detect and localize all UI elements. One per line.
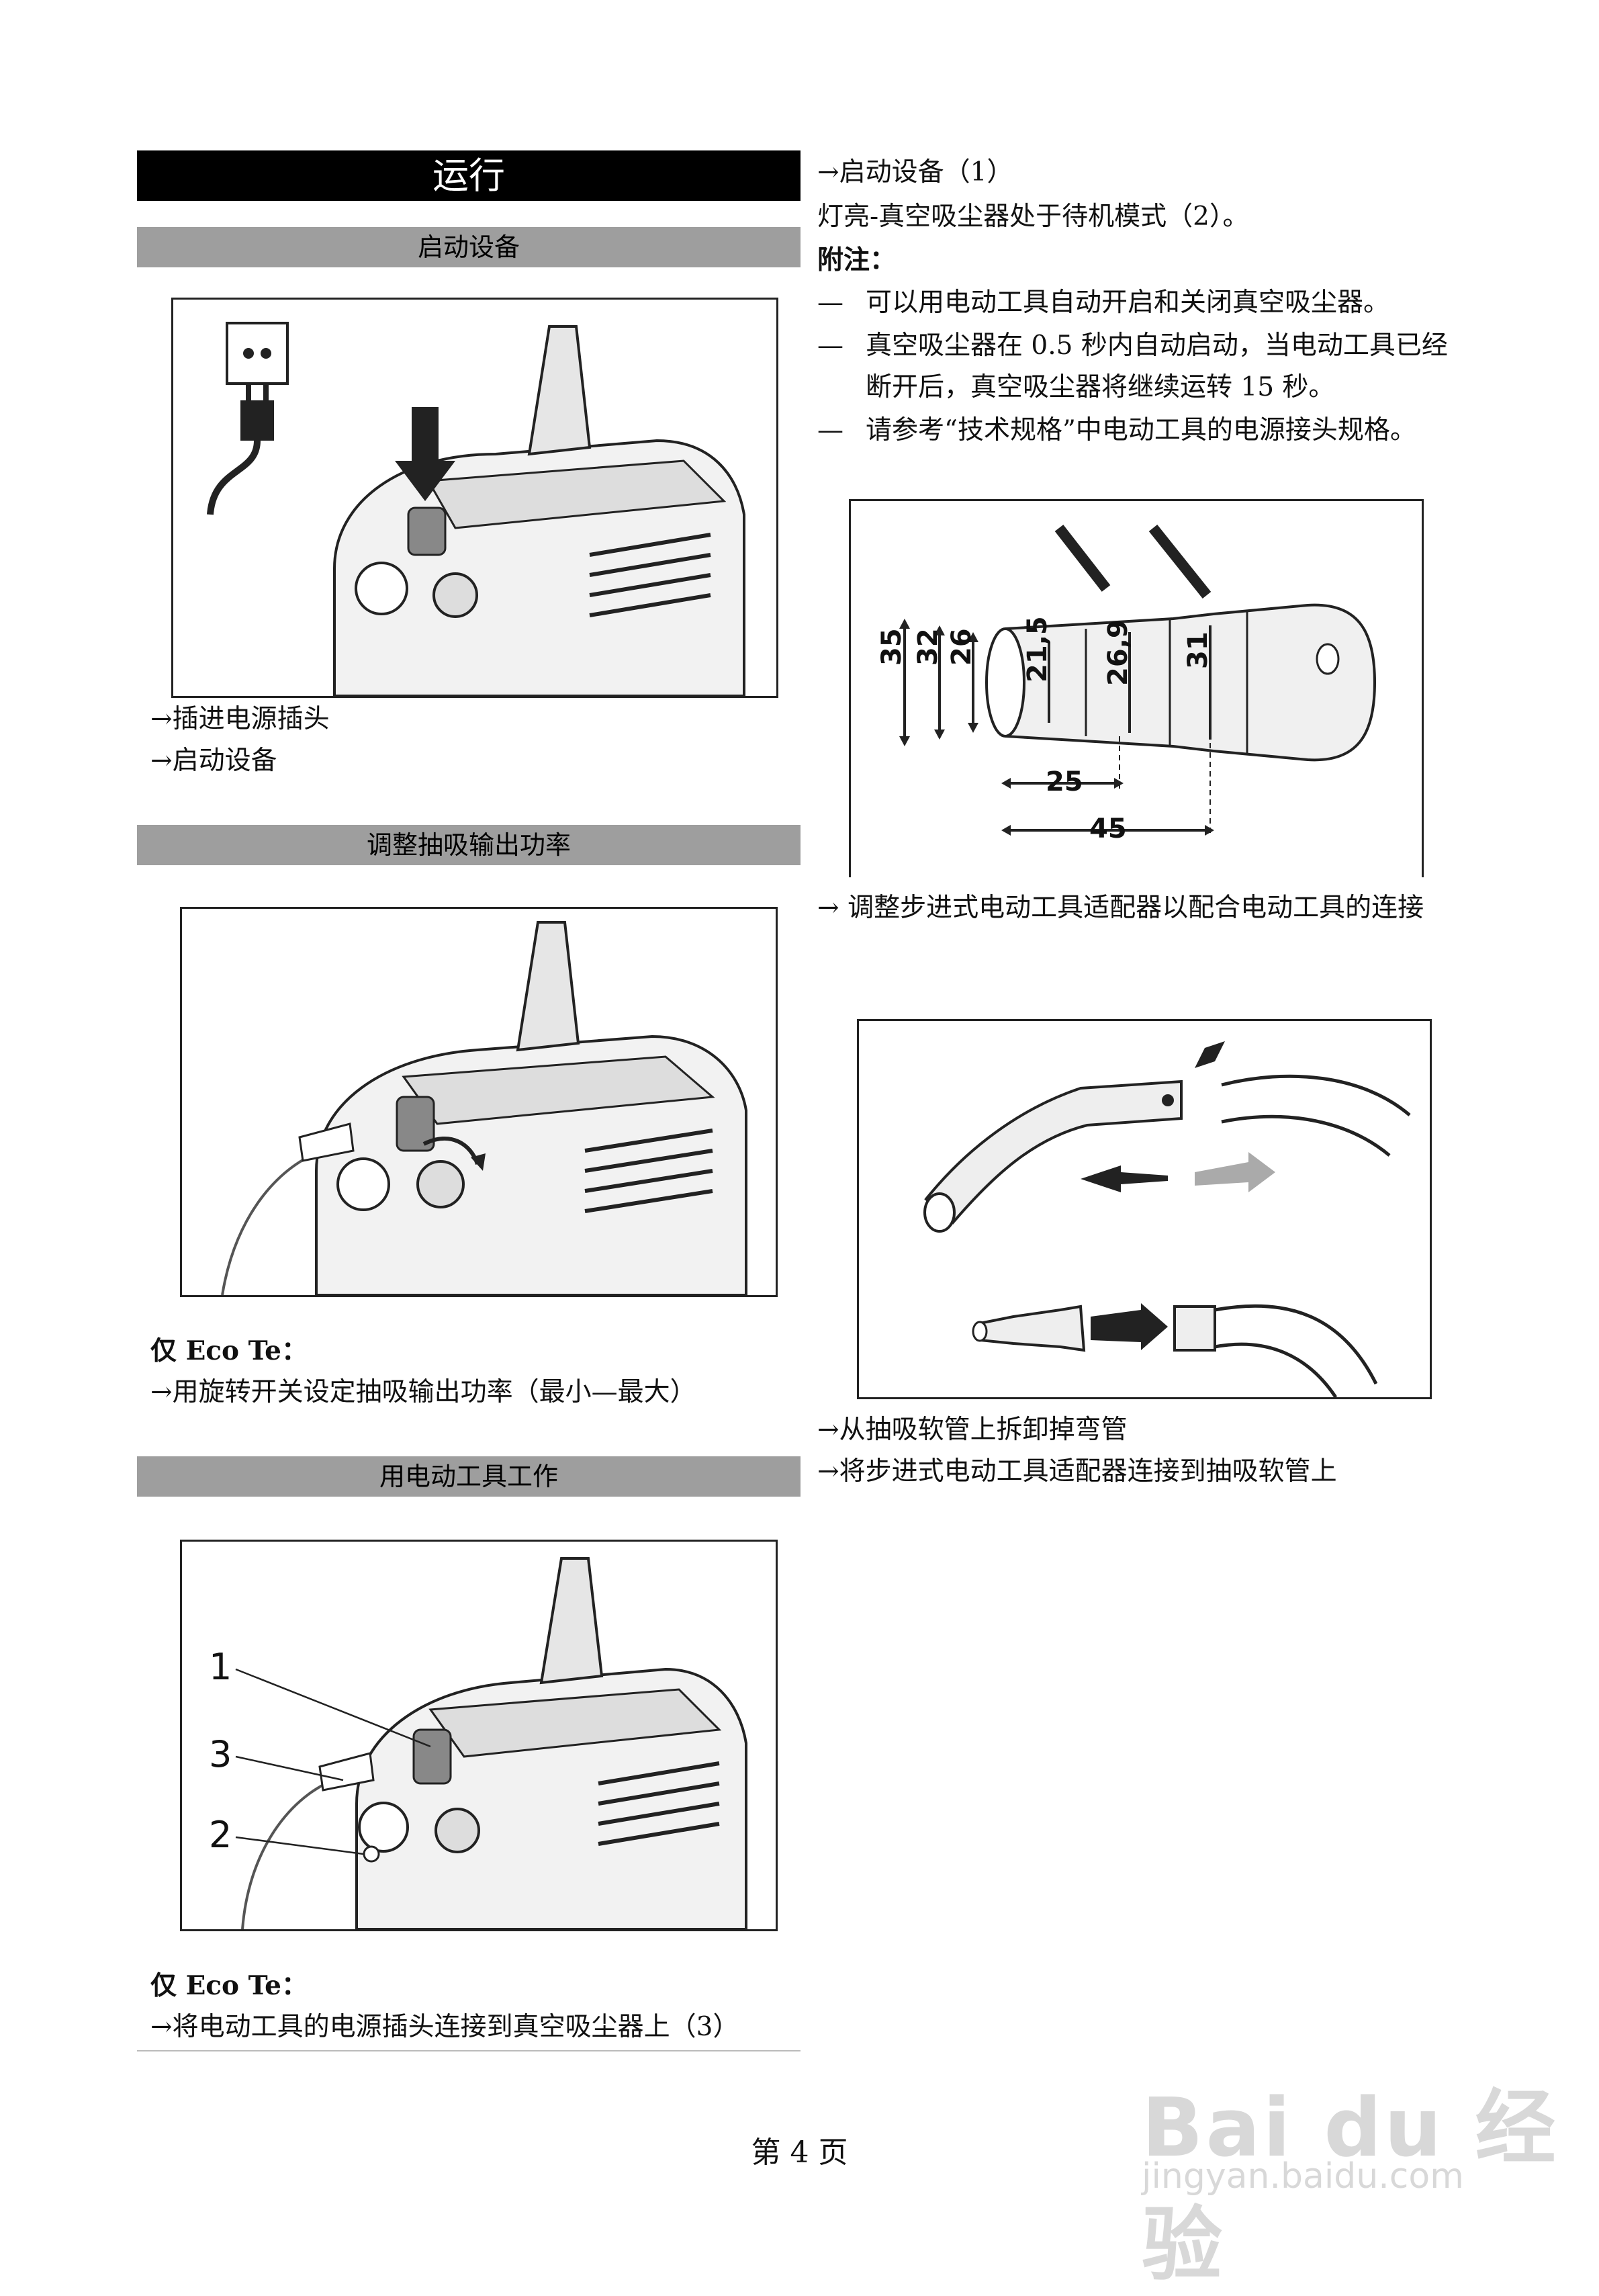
note-text: 真空吸尘器在 0.5 秒内自动启动，当电动工具已经断开后，真空吸尘器将继续运转 … (866, 330, 1448, 402)
note-text: 请参考“技术规格”中电动工具的电源接头规格。 (866, 415, 1416, 445)
note-item: — 可以用电动工具自动开启和关闭真空吸尘器。 (817, 282, 1475, 324)
eco-te-note-1: 仅 Eco Te： (150, 1335, 308, 1366)
arrow-right-icon (1195, 1152, 1275, 1192)
step-start-device: →启动设备 (150, 746, 277, 776)
watermark-url: jingyan.baidu.com (1142, 2156, 1464, 2197)
eco-te-note-2: 仅 Eco Te： (150, 1970, 308, 2001)
callout-label-2: 2 (209, 1814, 232, 1856)
note-heading: 附注： (817, 245, 897, 275)
figure-hose-adapter (857, 1019, 1432, 1399)
plug-icon (240, 400, 274, 441)
note-item: — 真空吸尘器在 0.5 秒内自动启动，当电动工具已经断开后，真空吸尘器将继续运… (817, 325, 1475, 408)
arrow-down-icon (395, 407, 455, 501)
section-divider (137, 2050, 801, 2051)
note-item: — 请参考“技术规格”中电动工具的电源接头规格。 (817, 410, 1489, 451)
vacuum-power-tool-illustration (235, 1557, 747, 1929)
socket-icon (226, 322, 289, 385)
dim-label-26: 26 (946, 628, 977, 666)
dim-label-32: 32 (913, 628, 944, 666)
dash-marker: — (817, 415, 843, 445)
section-heading-power-tool: 用电动工具工作 (137, 1456, 801, 1497)
section-heading-suction: 调整抽吸输出功率 (137, 825, 801, 865)
callout-label-1: 1 (209, 1646, 232, 1688)
standby-light-text: 灯亮-真空吸尘器处于待机模式（2）。 (817, 202, 1249, 232)
section-heading-start: 启动设备 (137, 227, 801, 267)
dash-marker: — (817, 288, 843, 318)
arrow-connect-icon (1091, 1303, 1168, 1350)
adapter-dimensions-drawing (899, 525, 1377, 837)
note-text: 可以用电动工具自动开启和关闭真空吸尘器。 (866, 288, 1390, 318)
page-title: 运行 (137, 150, 801, 201)
dim-label-21-5: 21,5 (1022, 616, 1053, 682)
figure-adapter-dimensions: 35 32 26 21,5 26,9 31 25 45 (849, 499, 1424, 877)
callout-label-3: 3 (209, 1733, 232, 1775)
dim-label-31: 31 (1183, 631, 1214, 669)
arrow-left-icon (1081, 1165, 1168, 1192)
step-remove-bend: →从抽吸软管上拆卸掉弯管 (817, 1415, 1128, 1445)
arrow-icon (1195, 1041, 1225, 1068)
dim-label-45: 45 (1089, 813, 1127, 844)
page-number: 第 4 页 (751, 2135, 848, 2170)
step-plug-in: →插进电源插头 (150, 704, 330, 734)
dim-label-25: 25 (1046, 766, 1083, 797)
step-adjust-adapter: → 调整步进式电动工具适配器以配合电动工具的连接 (817, 893, 1424, 923)
dash-marker: — (817, 330, 843, 361)
hose-adapter-drawing (923, 1041, 1411, 1397)
figure-power-tool: 1 3 2 (180, 1540, 778, 1931)
dim-label-26-9: 26,9 (1103, 619, 1134, 686)
vacuum-plug-illustration (207, 322, 745, 696)
vacuum-dial-illustration (221, 921, 747, 1295)
step-set-suction: →用旋转开关设定抽吸输出功率（最小—最大） (150, 1377, 696, 1407)
figure-plug-in (171, 298, 778, 698)
step-start-device-1: →启动设备（1） (817, 157, 1013, 187)
step-connect-tool-plug: →将电动工具的电源插头连接到真空吸尘器上（3） (150, 2012, 739, 2042)
dim-label-35: 35 (876, 628, 907, 666)
figure-suction-dial (180, 907, 778, 1297)
step-connect-adapter: →将步进式电动工具适配器连接到抽吸软管上 (817, 1456, 1337, 1487)
